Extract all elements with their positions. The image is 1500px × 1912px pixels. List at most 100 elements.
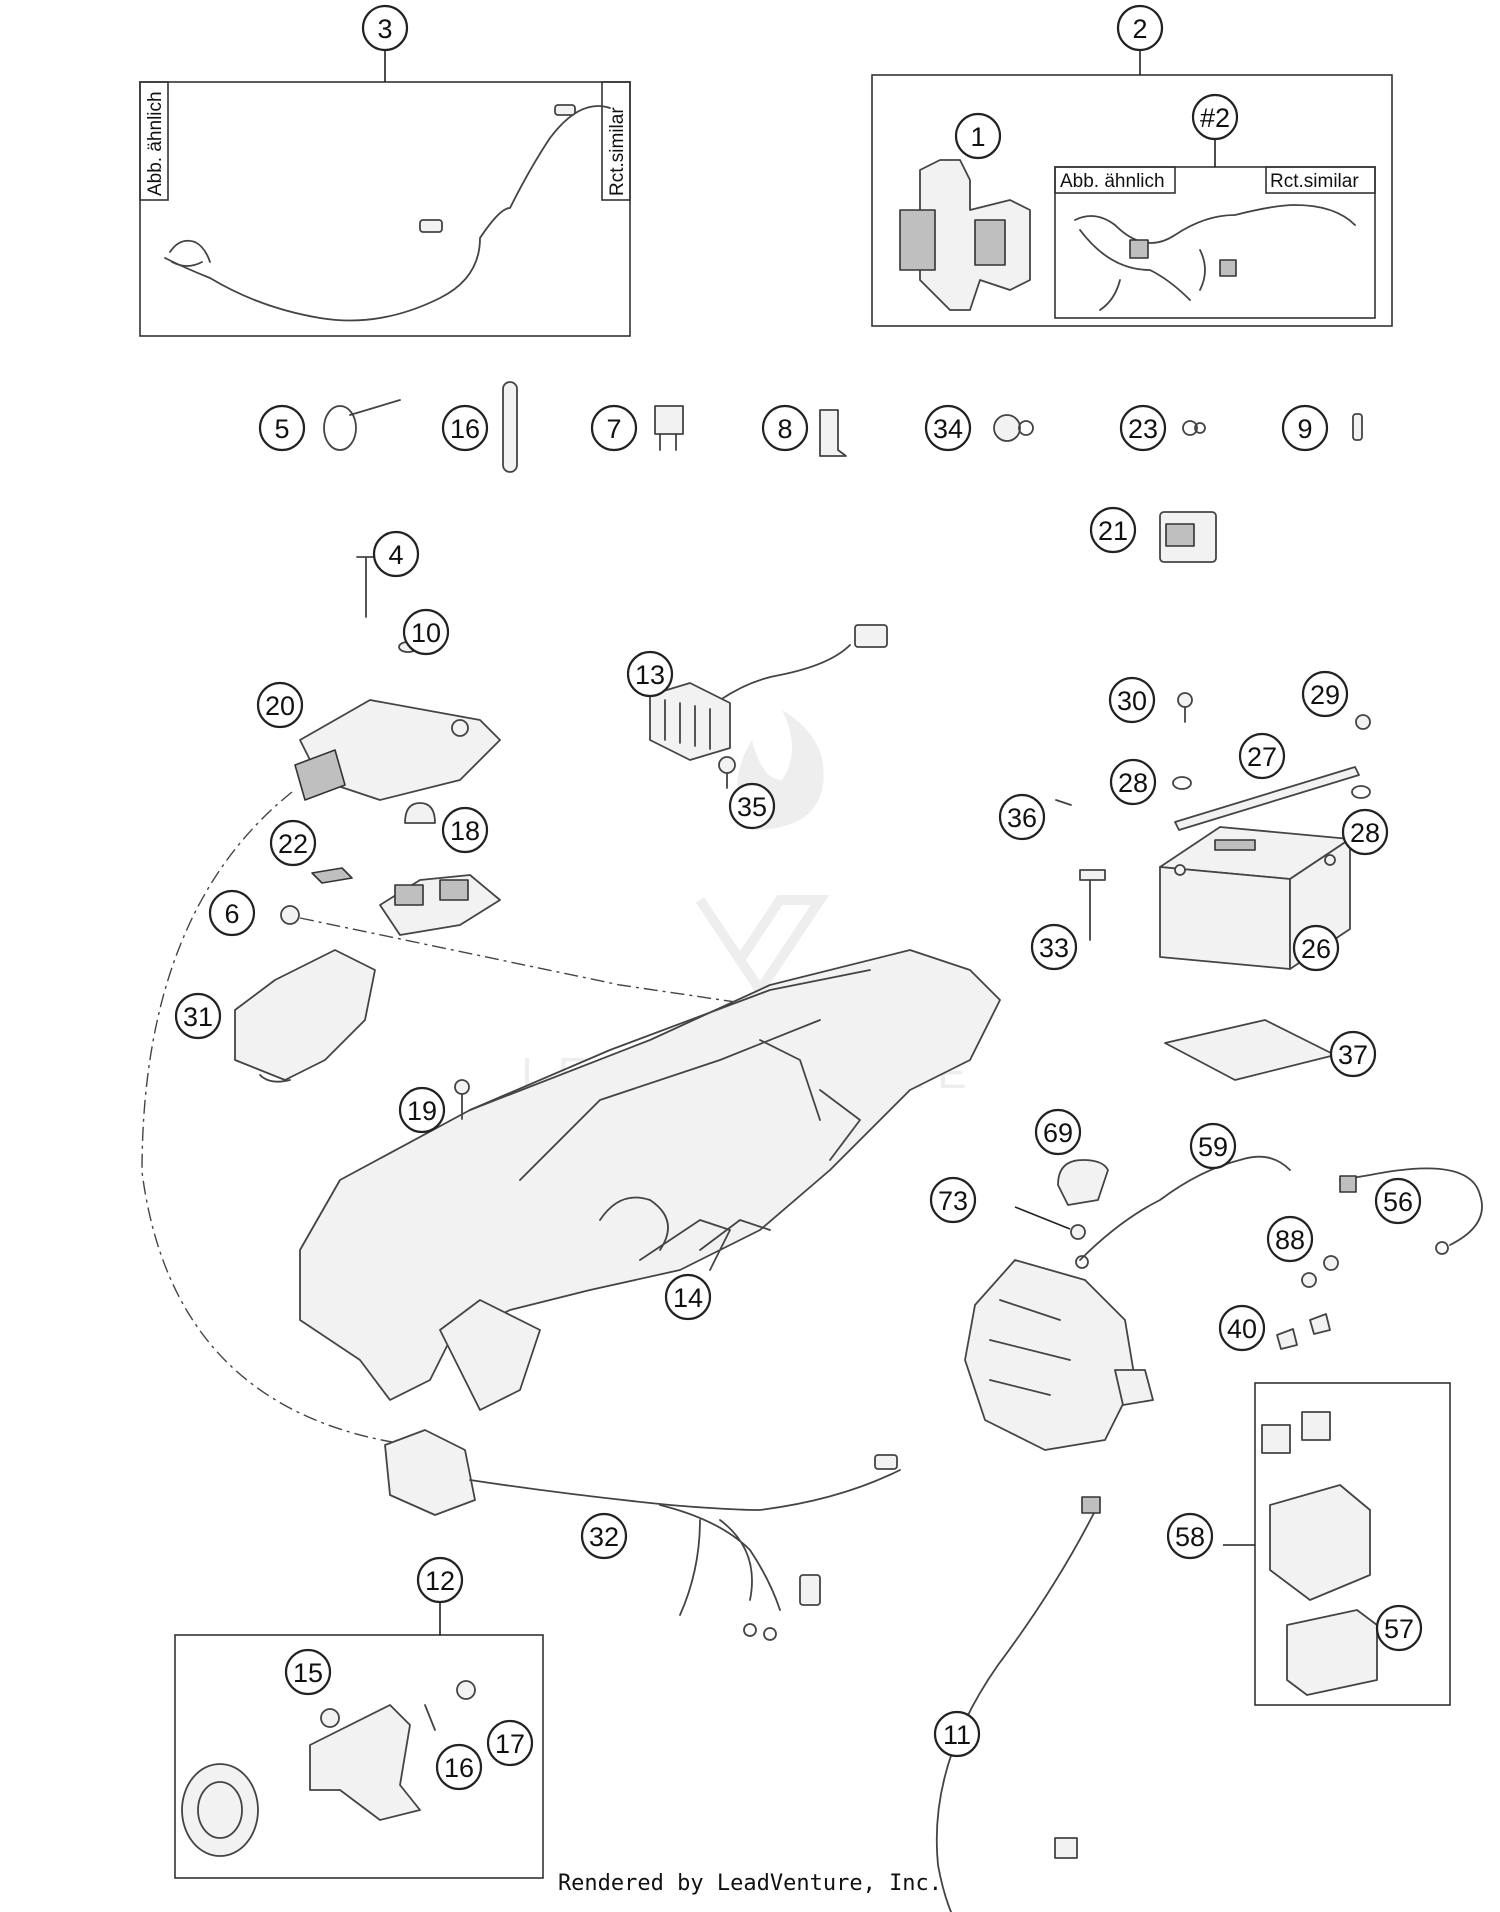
grommet-34 (993, 414, 1034, 442)
clip-23 (1182, 420, 1206, 436)
inset-label-abb-2: Abb. ähnlich (1060, 171, 1165, 192)
callout-circle (1034, 1108, 1082, 1156)
callout-31: 31 (174, 992, 222, 1040)
callout-circle (256, 681, 304, 729)
callout-circle (924, 404, 972, 452)
callout-number: 36 (1007, 803, 1037, 833)
callout-number: 13 (635, 660, 665, 690)
callout-circle (664, 1273, 712, 1321)
callout-16: 16 (441, 404, 489, 452)
relay-holder-1 (899, 159, 1031, 311)
cable-59 (1075, 1155, 1291, 1269)
callout-circle (258, 404, 306, 452)
callout-number: 15 (293, 1658, 323, 1688)
callout-69: 69 (1034, 1108, 1082, 1156)
callout-number: 14 (673, 1283, 703, 1313)
callout-57: 57 (1375, 1604, 1423, 1652)
callout-35: 35 (728, 782, 776, 830)
callout-circle (761, 404, 809, 452)
ecu-20 (294, 699, 501, 801)
callout-number: 31 (183, 1002, 213, 1032)
ecu-harness-connect-line (141, 791, 393, 1443)
callout-circle (998, 793, 1046, 841)
callout-6: 6 (208, 889, 256, 937)
callout-20: 20 (256, 681, 304, 729)
callout-58: 58 (1166, 1512, 1214, 1560)
footer-text: Rendered by LeadVenture, Inc. (558, 1871, 942, 1896)
callout-number: 33 (1039, 933, 1069, 963)
callout-28: 28 (1109, 758, 1157, 806)
inset-label-abb-3: Abb. ähnlich (145, 91, 166, 196)
callout-circle (1218, 1304, 1266, 1352)
callout-number: 26 (1301, 934, 1331, 964)
callout-circle (1266, 1215, 1314, 1263)
callout-circle (728, 782, 776, 830)
bracket-8 (819, 409, 847, 457)
voltage-regulator-13 (649, 624, 888, 761)
callout-3: 3 (361, 4, 409, 52)
callout-circle (398, 1086, 446, 1134)
callout-34: 34 (924, 404, 972, 452)
inset-box-58 (1254, 1382, 1451, 1706)
cable-27 (1174, 766, 1360, 831)
callout-circle (1374, 1177, 1422, 1225)
callout-circle (1341, 808, 1389, 856)
callout-circle (1109, 758, 1157, 806)
callout-circle (402, 608, 450, 656)
cable-56 (1339, 1167, 1483, 1255)
callout-circle (954, 112, 1002, 160)
grommet-18 (404, 802, 436, 824)
callout-number: 2 (1132, 14, 1147, 44)
callout-29: 29 (1301, 670, 1349, 718)
callout-30: 30 (1108, 676, 1156, 724)
callout-circle (1189, 1122, 1237, 1170)
callout-circle (174, 992, 222, 1040)
callout-21: 21 (1089, 506, 1137, 554)
callout-circle (929, 1176, 977, 1224)
relay-7 (654, 405, 684, 451)
relay-58 (1261, 1411, 1371, 1601)
callout-number: 37 (1338, 1040, 1368, 1070)
callout-8: 8 (761, 404, 809, 452)
callout-number: #2 (1200, 103, 1230, 133)
callout-number: 32 (589, 1522, 619, 1552)
callout-15: 15 (284, 1648, 332, 1696)
fuse-box-21 (1159, 511, 1217, 563)
callout-28: 28 (1341, 808, 1389, 856)
callout-circle (1119, 404, 1167, 452)
relay-cover-57 (1286, 1609, 1378, 1696)
callout-number: 11 (943, 1720, 971, 1750)
callout-number: 34 (933, 414, 963, 444)
main-harness-32 (384, 1429, 901, 1641)
callout-number: 58 (1175, 1522, 1205, 1552)
callout-number: 1 (970, 122, 985, 152)
callout-56: 56 (1374, 1177, 1422, 1225)
callout-circle (1089, 506, 1137, 554)
pad-37 (1164, 1019, 1336, 1081)
callout-2: 2 (1116, 4, 1164, 52)
callout-circle (580, 1512, 628, 1560)
callout-number: 8 (777, 414, 792, 444)
callout-number: 6 (224, 899, 239, 929)
callout-number: 12 (425, 1566, 455, 1596)
callout-27: 27 (1238, 732, 1286, 780)
callout-number: 73 (938, 1186, 968, 1216)
callout-number: 30 (1117, 686, 1147, 716)
callout-number: 21 (1098, 516, 1128, 546)
callout-circle (441, 404, 489, 452)
callout-circle (1281, 404, 1329, 452)
callout-number: 27 (1247, 742, 1277, 772)
screw-30 (1177, 692, 1193, 723)
callout-circle (269, 819, 317, 867)
cover-40a (1276, 1328, 1298, 1350)
callout-number: 56 (1383, 1187, 1413, 1217)
callout-73: 73 (929, 1176, 977, 1224)
relay-holder-31 (234, 874, 501, 1083)
callout-19: 19 (398, 1086, 446, 1134)
callout-4: 4 (372, 530, 420, 578)
callout-33: 33 (1030, 923, 1078, 971)
callout-number: 59 (1198, 1132, 1228, 1162)
callout-circle (1292, 924, 1340, 972)
callout-circle (416, 1556, 464, 1604)
